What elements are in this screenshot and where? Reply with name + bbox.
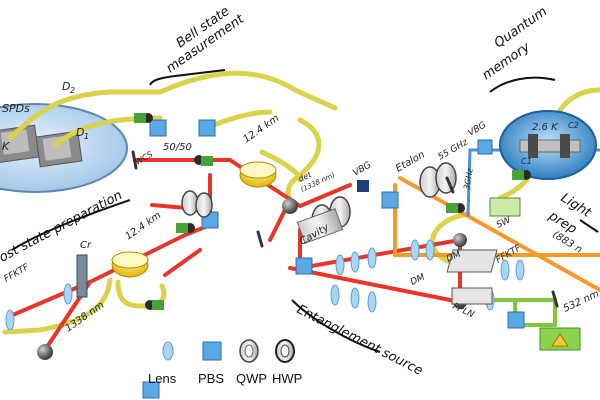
pbs-cubes: [142, 119, 525, 399]
d1-sub: 1: [84, 132, 89, 141]
d2-sub: 2: [70, 86, 75, 95]
legend-pbs-label: PBS: [198, 371, 224, 386]
bs5050-label: 50/50: [163, 142, 192, 153]
wl-532-label: 532 nm: [562, 288, 600, 314]
fiber-coil-mid: [111, 251, 149, 278]
fiber-mid-label: 12.4 km: [123, 210, 163, 243]
vbg-left-cube: [357, 180, 369, 192]
mirrors: [131, 150, 559, 308]
snspd-label: SPDs: [2, 102, 30, 115]
etalon-label: Etalon: [394, 149, 427, 174]
legend: Lens PBS QWP HWP: [148, 339, 302, 386]
host-state-title: ost state preparation: [0, 188, 125, 266]
fiber-couplers: [134, 113, 531, 310]
c1-label: C1: [521, 157, 532, 166]
sw-label: SW: [495, 215, 513, 231]
d1-label: D: [76, 126, 84, 139]
legend-pbs-icon: [202, 341, 222, 361]
filter-vertical-label: 3GHz: [462, 167, 475, 191]
legend-lens-label: Lens: [148, 371, 177, 386]
entanglement-source-title: Entanglement source: [294, 302, 425, 379]
dm-left-label: DM: [409, 272, 427, 287]
d2-label: D: [62, 80, 70, 93]
lenses: [5, 239, 525, 331]
detector-cryostat: [0, 103, 128, 193]
crystal-boxes: [76, 197, 581, 351]
quantum-memory-cryostat: [499, 110, 597, 180]
legend-qwp-label: QWP: [236, 371, 267, 386]
c2-label: C2: [568, 121, 579, 130]
detector-balls: [37, 198, 467, 360]
fiber-coil-top: [239, 161, 277, 188]
cavity: [296, 208, 344, 244]
fbktf-left-label: FFKTF: [3, 262, 32, 285]
temp-label: 2.6 K: [532, 122, 559, 133]
fiber-top-label: 12.4 km: [241, 113, 281, 146]
legend-hwp-label: HWP: [272, 371, 302, 386]
wl-1338-label: 1338 nm: [63, 300, 106, 335]
wcs-label: WCS: [134, 150, 155, 167]
section-brackets: [11, 69, 599, 353]
vbg-right-label: VBG: [467, 120, 489, 138]
k-left-label: K: [2, 140, 10, 153]
legend-lens-icon: [162, 341, 174, 361]
filter-55-label: 55 GHz: [437, 137, 471, 162]
vbg-left-label: VBG: [352, 160, 374, 178]
cr-label: Cr: [80, 240, 92, 251]
